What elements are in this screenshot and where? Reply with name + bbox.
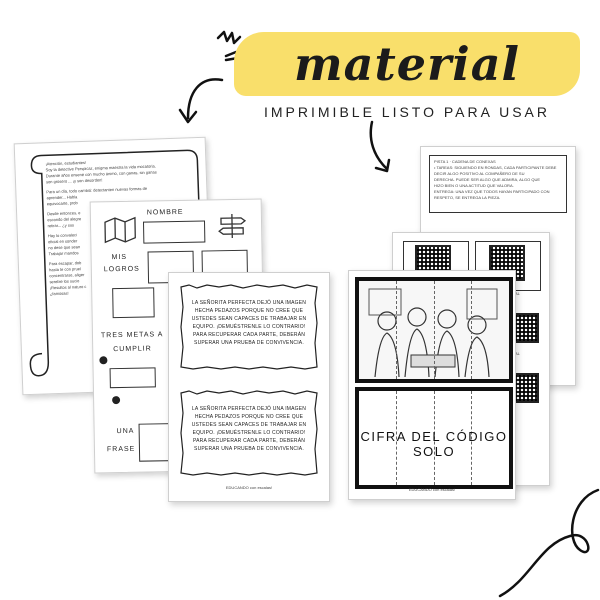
tres-metas-label: TRES METAS A	[100, 331, 164, 340]
banner-title: material	[294, 37, 520, 91]
torn-paper-frame-icon	[180, 284, 318, 370]
children-group-illustration	[368, 288, 498, 378]
puzzle-cut-line	[396, 391, 397, 485]
puzzle-cut-line	[434, 391, 435, 485]
frase-label: FRASE	[106, 445, 136, 454]
puzzle-cut-line	[396, 281, 397, 379]
quote-footer: EDUCANDO con escalas!	[225, 485, 273, 490]
instructions-line: DECIR ALGO POSITIVO AL COMPAÑERO DE SU	[434, 171, 525, 176]
una-label: UNA	[116, 427, 135, 436]
quote-text: LA SEÑORITA PERFECTA DEJÓ UNA IMAGEN HEC…	[191, 300, 307, 346]
instructions-line: ENTREGA: UNA VEZ QUE TODOS HAYAN PARTICI…	[434, 189, 550, 194]
puzzle-image-frame	[355, 277, 513, 383]
quote-page: LA SEÑORITA PERFECTA DEJÓ UNA IMAGEN HEC…	[168, 272, 330, 502]
curved-arrow-left-icon	[178, 78, 224, 124]
code-card-frame: CIFRA DEL CÓDIGO SOLO	[355, 387, 513, 489]
instructions-line: RESPETO, SE ENTREGA LA PIEZA.	[434, 195, 501, 200]
subtitle: IMPRIMIBLE LISTO PARA USAR	[264, 104, 550, 120]
logros-label: LOGROS	[103, 265, 140, 274]
scroll-page: ¡Atención, estudiantes! Soy la detective…	[13, 136, 215, 396]
nombre-label: NOMBRE	[146, 208, 184, 217]
logros-box	[112, 287, 155, 319]
curved-arrow-down-icon	[369, 120, 391, 173]
scroll-frame-icon	[29, 149, 206, 377]
map-icon	[104, 216, 136, 244]
goal-dot	[112, 396, 121, 405]
instructions-line: • TAREAS: SIGUIENDO EN RONDAS, CADA PART…	[434, 165, 557, 170]
puzzle-page: CIFRA DEL CÓDIGO SOLO EDUCANDO con escal…	[348, 270, 516, 500]
goal-dot	[99, 356, 108, 365]
goal-box	[109, 367, 156, 389]
mis-label: MIS	[111, 253, 128, 262]
instructions-line: DERECHA. PUEDE SER ALGO QUE ADMIRA, ALGO…	[434, 177, 541, 182]
title-banner	[234, 32, 580, 96]
signpost-icon	[218, 214, 247, 239]
puzzle-cut-line	[434, 281, 435, 379]
quote-text: LA SEÑORITA PERFECTA DEJÓ UNA IMAGEN HEC…	[191, 406, 307, 452]
cifra-label: CIFRA DEL CÓDIGO SOLO	[360, 429, 508, 459]
torn-paper-frame-icon	[180, 390, 318, 476]
goals-page: NOMBRE MIS LOGROS TRES METAS A CUMPLIR U…	[89, 198, 267, 474]
instructions-line: PISTA 1 · CADENA DE CONEXAS	[434, 159, 496, 164]
puzzle-footer: EDUCANDO con escalas!	[408, 487, 456, 492]
instructions-box: PISTA 1 · CADENA DE CONEXAS • TAREAS: SI…	[429, 155, 567, 213]
loop-doodle-icon	[498, 488, 600, 598]
cumplir-label: CUMPLIR	[113, 345, 152, 354]
puzzle-cut-line	[471, 391, 472, 485]
instructions-line: HIZO BIEN O UNA ACTITUD QUE VALORA.	[434, 183, 514, 188]
nombre-box	[142, 220, 206, 244]
puzzle-cut-line	[471, 281, 472, 379]
